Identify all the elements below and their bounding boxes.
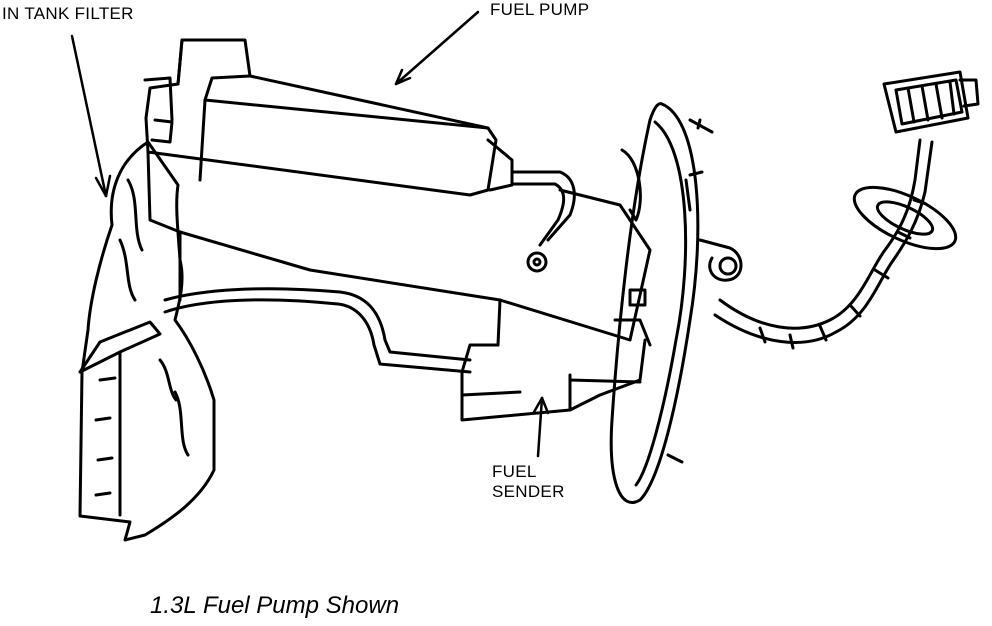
fuel-pump-body <box>143 38 514 197</box>
fuel-sender-label-line2: SENDER <box>492 482 565 501</box>
grommet <box>852 185 958 251</box>
diagram-caption: 1.3L Fuel Pump Shown <box>150 592 400 619</box>
wiring-harness <box>713 138 934 350</box>
fuel-lines <box>163 170 576 374</box>
fuel-sender-label-line1: FUEL <box>492 462 537 481</box>
fuel-pump-label: FUEL PUMP <box>490 0 590 19</box>
pump-reservoir-bracket <box>146 150 652 422</box>
in-tank-filter-label: IN TANK FILTER <box>2 4 134 23</box>
fuel-sender-label: FUEL SENDER <box>492 462 565 502</box>
electrical-connector <box>882 70 980 134</box>
mounting-flange <box>609 102 743 504</box>
in-tank-filter <box>78 140 216 542</box>
leader-lines <box>70 10 550 458</box>
